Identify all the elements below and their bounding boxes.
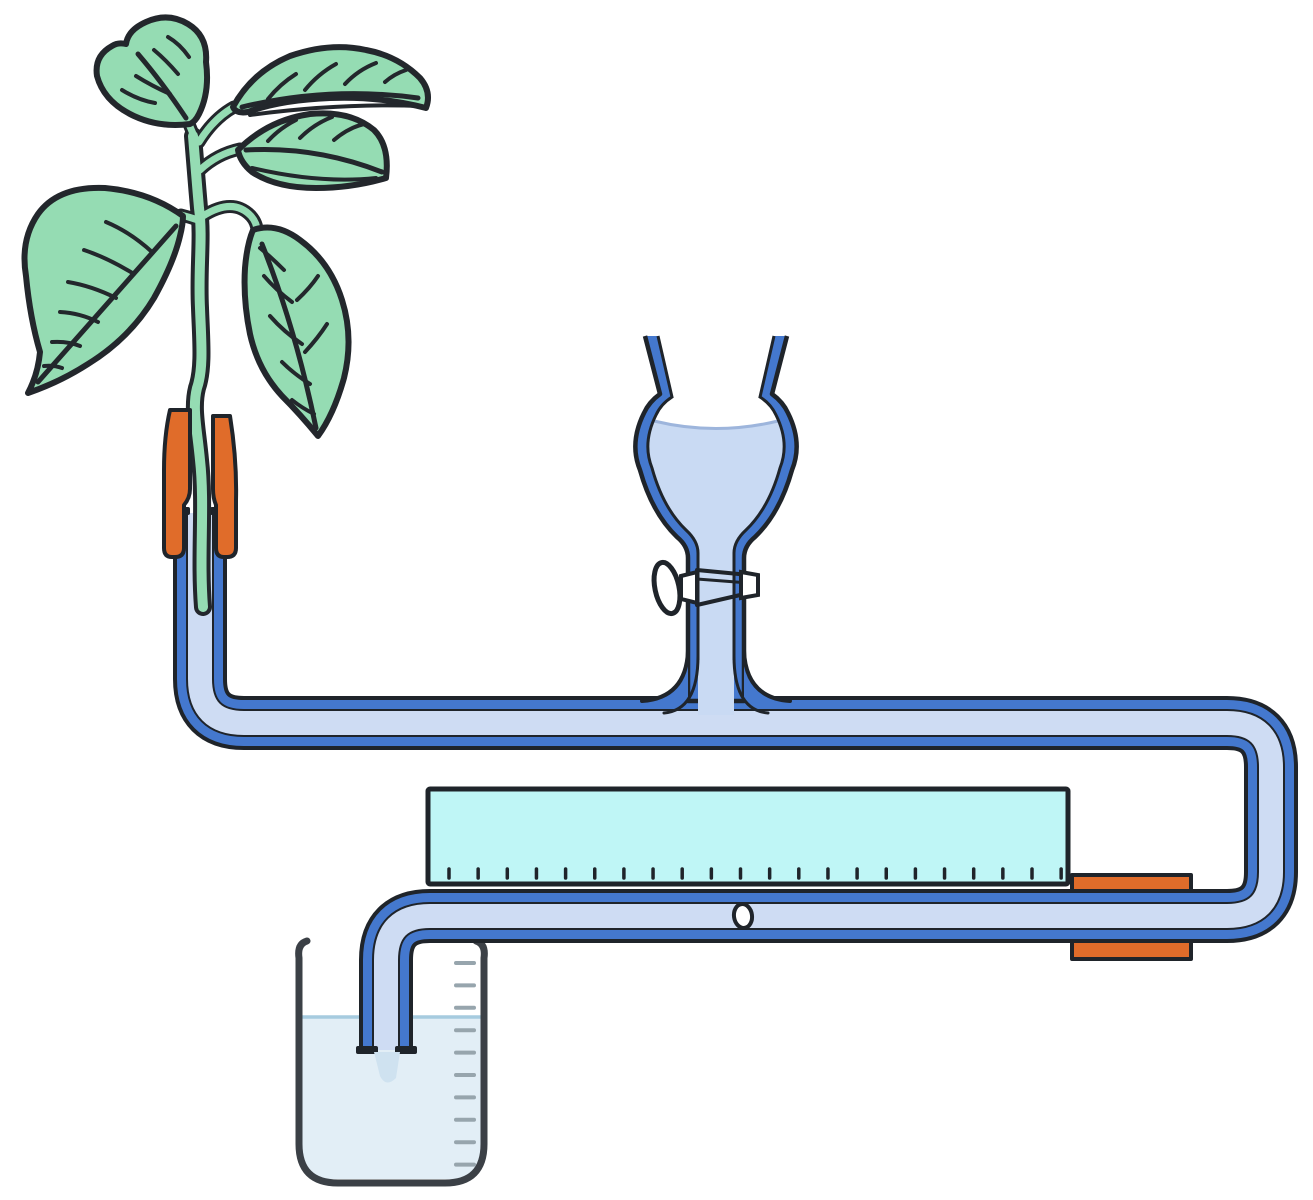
tube-end-cap-right bbox=[395, 1046, 417, 1054]
leaf-left-vein bbox=[58, 310, 100, 324]
leaf-lower-right-vein bbox=[295, 274, 320, 302]
leaf-top bbox=[93, 14, 211, 128]
funnel-inner-wall-left bbox=[646, 335, 700, 660]
leaf-lower-right-vein bbox=[303, 322, 329, 354]
leaf-top-vein bbox=[134, 74, 172, 96]
leaf-top-vein bbox=[120, 88, 157, 105]
beaker-group bbox=[295, 937, 488, 1187]
junction-inner-edge-right bbox=[732, 654, 770, 715]
rubber-strip-right bbox=[211, 414, 239, 559]
rubber-tubing-seal bbox=[162, 408, 239, 559]
rubber-strip-left bbox=[162, 408, 192, 559]
plant-group bbox=[21, 14, 431, 616]
leaf-upper-right bbox=[230, 44, 431, 117]
funnel-water bbox=[648, 421, 784, 715]
leaf-lower-right-vein bbox=[280, 360, 312, 386]
beaker-water bbox=[302, 1016, 481, 1179]
leaf-mid-right-edge bbox=[250, 166, 378, 182]
leaf-lower-right-midrib bbox=[259, 241, 319, 431]
junction-inner-edge-left bbox=[662, 654, 700, 715]
leaf-mid-right-vein bbox=[298, 115, 334, 140]
stopcock-stub bbox=[679, 569, 699, 606]
stopcock-tap bbox=[651, 559, 760, 617]
junction-fillet-edge-left bbox=[640, 649, 690, 703]
leaf-upper-right-vein bbox=[343, 61, 378, 86]
ruler-scale bbox=[425, 786, 1071, 887]
beaker-graduations bbox=[454, 961, 476, 1167]
tube-water-layer bbox=[188, 513, 1283, 1050]
leaf-mid-right-vein bbox=[332, 122, 366, 142]
leaf-left-vein bbox=[42, 363, 64, 370]
funnel-water-surface bbox=[653, 419, 779, 430]
leaf-top-vein bbox=[152, 48, 180, 76]
stopcock-handle bbox=[651, 559, 683, 617]
leaf-lower-right-vein bbox=[262, 274, 294, 304]
beaker-wall bbox=[295, 937, 488, 1187]
tube-end-cap-left bbox=[356, 1046, 378, 1054]
leaf-upper-right-midrib bbox=[239, 91, 421, 110]
junction-fillet-left bbox=[644, 653, 688, 701]
stopcock-end-cap bbox=[739, 569, 760, 601]
leaf-upper-right-edge bbox=[248, 103, 422, 117]
leaf-left-vein bbox=[104, 220, 154, 254]
water-wisp bbox=[374, 1052, 400, 1083]
leaf-top-midrib bbox=[135, 51, 189, 121]
funnel-group bbox=[633, 333, 799, 715]
leaf-upper-right-vein bbox=[266, 72, 298, 101]
leaf-upper-right-vein bbox=[303, 62, 338, 92]
leaf-left-vein bbox=[50, 339, 82, 348]
leaf-mid-right bbox=[235, 110, 390, 191]
leaf-upper-right-vein bbox=[383, 68, 408, 84]
stem bbox=[188, 131, 208, 612]
leaf-left-vein bbox=[82, 248, 136, 276]
ruler-group bbox=[425, 786, 1071, 887]
air-bubble bbox=[731, 902, 755, 930]
leaf-lower-right-vein bbox=[290, 398, 316, 416]
leaf-lower-right bbox=[241, 224, 352, 439]
ruler-ticks bbox=[447, 867, 1063, 880]
leaf-left-vein bbox=[66, 280, 118, 300]
leaf-top-vein bbox=[166, 35, 191, 59]
leaf-left bbox=[21, 184, 186, 396]
leaf-mid-right-vein bbox=[266, 118, 298, 143]
leaf-lower-right-blade bbox=[241, 224, 352, 439]
junction-fillet-edge-right bbox=[742, 649, 792, 703]
junction-fillet-right bbox=[744, 653, 788, 701]
funnel-inner-wall-right bbox=[732, 335, 786, 660]
leaf-mid-right-midrib bbox=[243, 147, 385, 175]
leaf-lower-right-vein bbox=[268, 314, 304, 346]
leaf-lower-right-vein bbox=[258, 246, 286, 272]
